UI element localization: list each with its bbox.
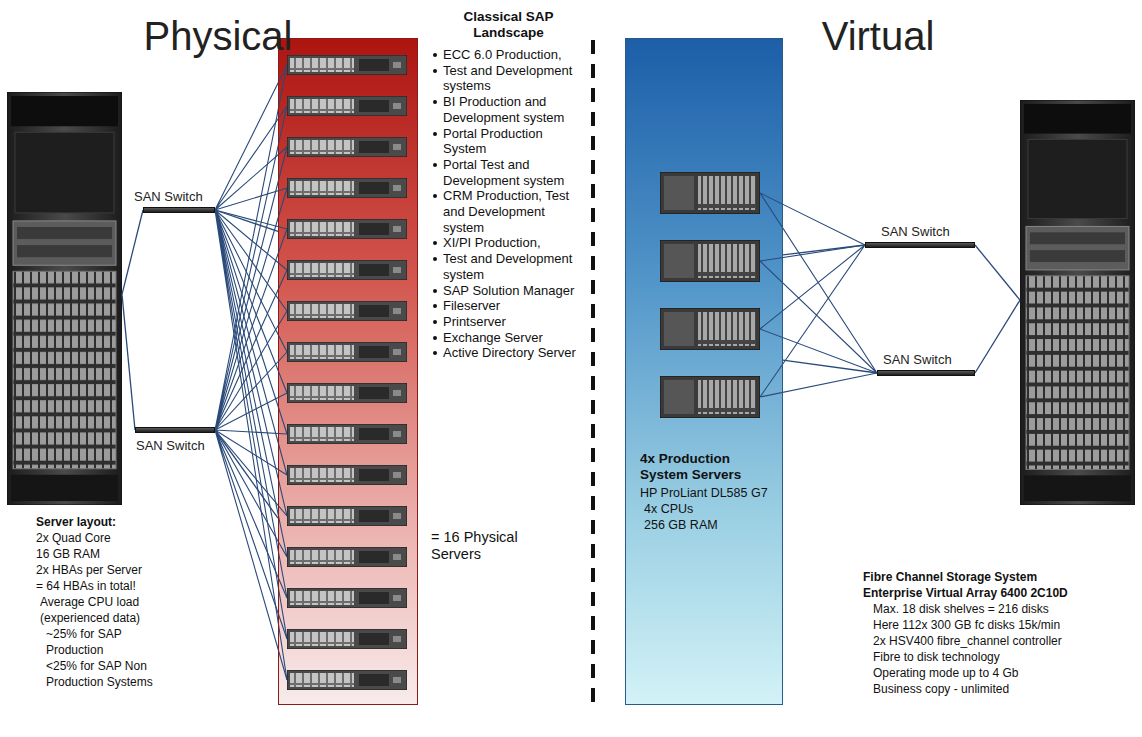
physical-server-panel: Classical SAP LandscapeECC 6.0 Productio…	[278, 38, 418, 705]
landscape-item: Portal Test and Development system	[431, 157, 586, 188]
divider-line	[591, 40, 595, 705]
server-icon	[287, 301, 407, 321]
san-cable	[215, 430, 278, 518]
switch-label: SAN Switch	[883, 352, 993, 367]
spec-text: Fibre to disk technology	[863, 649, 1135, 665]
storage-rack-icon	[1020, 100, 1135, 505]
landscape-item: Printserver	[431, 314, 586, 330]
san-cable	[122, 210, 143, 294]
physical-panel-ground	[278, 38, 418, 705]
landscape-item: Test and Development system	[431, 251, 586, 282]
landscape-item: Fileserver	[431, 298, 586, 314]
landscape-item: Active Directory Server	[431, 345, 586, 361]
switch-label: SAN Switch	[881, 224, 991, 239]
storage-rack-icon	[7, 92, 122, 505]
server-icon	[287, 55, 407, 75]
section-title: Physical	[118, 14, 318, 58]
server-icon	[660, 172, 760, 214]
san-switch: SAN Switch	[877, 370, 975, 376]
spec-text: Average CPU load (experienced data)	[36, 594, 164, 626]
landscape-item: Portal Production System	[431, 126, 586, 157]
san-switch: SAN Switch	[865, 242, 975, 248]
fan-out-wires	[215, 65, 287, 680]
text-group: SAN Switch	[136, 438, 246, 453]
server-icon	[287, 219, 407, 239]
landscape-item: XI/PI Production,	[431, 235, 586, 251]
server-icon	[287, 342, 407, 362]
spec-text: Max. 18 disk shelves = 216 disks	[863, 601, 1135, 617]
san-cable	[783, 360, 877, 373]
landscape-item: SAP Solution Manager	[431, 283, 586, 299]
spec-text: 16 GB RAM	[36, 546, 164, 562]
san-cable	[783, 245, 865, 255]
spec-text: ~25% for SAP Production	[36, 626, 164, 658]
text-group: Fibre Channel Storage SystemEnterprise V…	[863, 569, 1135, 697]
server-spec: 256 GB RAM	[640, 517, 778, 533]
san-switch: SAN Switch	[135, 427, 215, 433]
text-group: Classical SAP LandscapeECC 6.0 Productio…	[431, 9, 586, 563]
spec-text: = 64 HBAs in total!	[36, 578, 164, 594]
storage-rack: Server layout:2x Quad Core16 GB RAM2x HB…	[7, 92, 122, 505]
landscape-item: Exchange Server	[431, 330, 586, 346]
spec-text: Here 112x 300 GB fc disks 15k/min	[863, 617, 1135, 633]
server-icon	[660, 376, 760, 418]
spec-text: 2x Quad Core	[36, 530, 164, 546]
text-group: 4x Production System Servers HP ProLiant …	[640, 451, 778, 533]
spec-text: 2x HSV400 fibre_channel controller	[863, 633, 1135, 649]
server-icon	[287, 260, 407, 280]
server-icon	[287, 547, 407, 567]
server-spec: 4x CPUs	[640, 501, 778, 517]
switch-label: SAN Switch	[136, 438, 246, 453]
spec-text: Fibre Channel Storage System	[863, 569, 1135, 585]
san-cable	[122, 294, 135, 430]
spec-text: Operating mode up to 4 Gb	[863, 665, 1135, 681]
virtual-panel-ground	[625, 38, 783, 705]
spec-text: Business copy - unlimited	[863, 681, 1135, 697]
landscape-item: BI Production and Development system	[431, 94, 586, 125]
san-switch: SAN Switch	[143, 207, 215, 213]
server-icon	[287, 465, 407, 485]
text-group: Server layout:2x Quad Core16 GB RAM2x HB…	[36, 514, 164, 690]
server-spec: 4x Production System Servers	[640, 451, 752, 483]
landscape-item: Classical SAP Landscape	[431, 9, 586, 41]
spec-text: Server layout:	[36, 514, 164, 530]
storage-array: Fibre Channel Storage SystemEnterprise V…	[1020, 100, 1135, 505]
san-cable	[975, 300, 1020, 373]
san-cable	[975, 245, 1020, 300]
landscape-item: = 16 Physical Servers	[431, 529, 541, 563]
server-icon	[287, 670, 407, 690]
server-icon	[660, 240, 760, 282]
server-icon	[287, 588, 407, 608]
server-icon	[287, 629, 407, 649]
landscape-item: Test and Development systems	[431, 63, 586, 94]
spec-text: Enterprise Virtual Array 6400 2C10D	[863, 585, 1135, 601]
server-icon	[287, 96, 407, 116]
fan-in-wires	[760, 193, 877, 397]
text-group: SAN Switch	[134, 189, 244, 204]
section-title: Virtual	[778, 14, 978, 58]
switch-label: SAN Switch	[134, 189, 244, 204]
text-group: SAN Switch	[883, 352, 993, 367]
server-icon	[287, 424, 407, 444]
fan-out-wires	[215, 65, 287, 680]
spec-text: 2x HBAs per Server	[36, 562, 164, 578]
server-icon	[287, 506, 407, 526]
text-group: SAN Switch	[881, 224, 991, 239]
landscape-item: CRM Production, Test and Development sys…	[431, 188, 586, 235]
spec-text: <25% for SAP Non Production Systems	[36, 658, 164, 690]
server-icon	[660, 308, 760, 350]
server-icon	[287, 178, 407, 198]
san-cable	[215, 210, 278, 231]
server-icon	[287, 383, 407, 403]
landscape-item: ECC 6.0 Production,	[431, 47, 586, 63]
virtual-server-panel: 4x Production System Servers HP ProLiant …	[625, 38, 783, 705]
server-spec: HP ProLiant DL585 G7	[640, 485, 778, 501]
server-icon	[287, 137, 407, 157]
